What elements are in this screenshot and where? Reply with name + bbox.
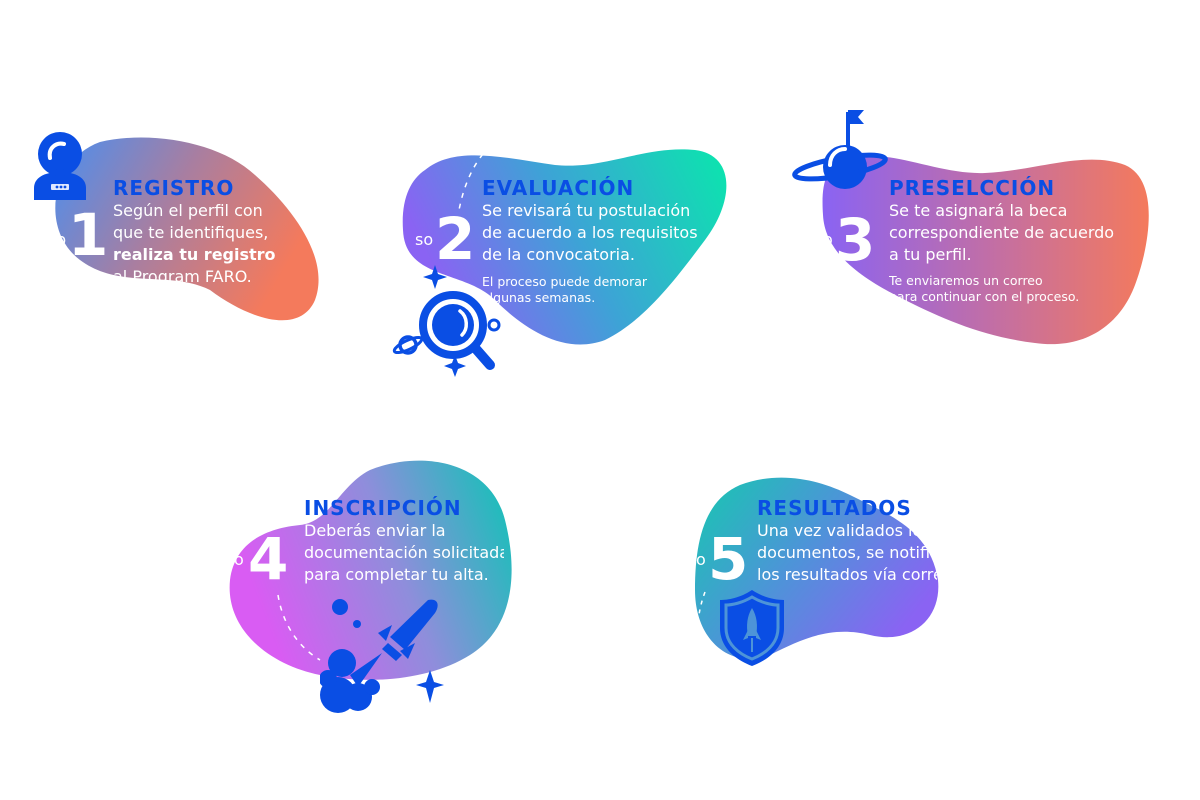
- step-3-preseleccion: o 3 PRESELCCIÓN Se te asignará la beca c…: [785, 105, 1165, 355]
- step-2-evaluacion: so 2 EVALUACIÓN Se revisará tu postulaci…: [385, 140, 755, 380]
- step-2-title: EVALUACIÓN: [482, 176, 635, 200]
- step-5-line-2: documentos, se notificarán: [757, 543, 937, 562]
- step-4-line-2: documentación solicitada: [304, 543, 504, 562]
- step-1-bold-line: realiza tu registro: [113, 245, 276, 264]
- step-4-line-1: Deberás enviar la: [304, 521, 446, 540]
- step-5-title: RESULTADOS: [757, 496, 912, 520]
- step-4-title: INSCRIPCIÓN: [304, 496, 462, 520]
- step-5-number: 5: [708, 525, 749, 593]
- step-5-resultados: o 5 RESULTADOS Una vez validados los doc…: [680, 470, 960, 680]
- step-1-prefix: so: [48, 230, 67, 249]
- step-2-note: El proceso puede demorar algunas semanas…: [482, 274, 682, 306]
- step-1-blob: [55, 137, 319, 321]
- step-3-number: 3: [835, 206, 876, 274]
- planet-flag-icon: [792, 110, 888, 189]
- step-1-registro: so 1 REGISTRO Según el perfil con que te…: [30, 120, 340, 340]
- shield-rocket-icon: [720, 590, 784, 666]
- step-4-blob: [229, 460, 512, 680]
- step-3-line-2: correspondiente de acuerdo: [889, 223, 1115, 242]
- step-2-line-1: Se revisará tu postulación: [482, 201, 691, 220]
- step-3-blob: [822, 155, 1149, 345]
- step-1-description: Según el perfil con que te identifiques,…: [113, 200, 303, 288]
- step-4-inscripcion: o 4 INSCRIPCIÓN Deberás enviar la docume…: [220, 450, 530, 720]
- magnifier-icon: [392, 265, 501, 377]
- step-1-number: 1: [68, 201, 109, 269]
- step-4-number: 4: [248, 525, 289, 593]
- step-2-blob: [402, 149, 727, 345]
- step-2-line-3: de la convocatoria.: [482, 245, 635, 264]
- rocket-icon: [320, 599, 444, 713]
- step-5-line-1: Una vez validados los: [757, 521, 931, 540]
- step-4-description: Deberás enviar la documentación solicita…: [304, 520, 504, 586]
- step-2-line-2: de acuerdo a los requisitos: [482, 223, 698, 242]
- step-3-prefix: o: [823, 230, 833, 249]
- step-5-line-3: los resultados vía correo.: [757, 565, 937, 584]
- step-2-description: Se revisará tu postulación de acuerdo a …: [482, 200, 737, 266]
- step-2-number: 2: [435, 205, 476, 273]
- step-3-description: Se te asignará la beca correspondiente d…: [889, 200, 1139, 266]
- step-3-note-line-2: para continuar con el proceso.: [889, 289, 1080, 304]
- step-2-prefix: so: [415, 230, 434, 249]
- step-3-note-line-1: Te enviaremos un correo: [889, 273, 1043, 288]
- step-1-line-1: Según el perfil con: [113, 201, 263, 220]
- step-3-title: PRESELCCIÓN: [889, 176, 1056, 200]
- astronaut-icon: [34, 132, 86, 200]
- step-3-line-1: Se te asignará la beca: [889, 201, 1068, 220]
- step-5-description: Una vez validados los documentos, se not…: [757, 520, 937, 586]
- step-1-last-line: al Program FARO.: [113, 267, 252, 286]
- step-4-line-3: para completar tu alta.: [304, 565, 489, 584]
- step-3-line-3: a tu perfil.: [889, 245, 972, 264]
- step-1-title: REGISTRO: [113, 176, 235, 200]
- step-4-prefix: o: [234, 550, 244, 569]
- step-2-note-line-2: algunas semanas.: [482, 290, 596, 305]
- step-5-prefix: o: [696, 550, 706, 569]
- step-1-line-2: que te identifiques,: [113, 223, 269, 242]
- step-3-note: Te enviaremos un correo para continuar c…: [889, 273, 1114, 305]
- step-2-note-line-1: El proceso puede demorar: [482, 274, 648, 289]
